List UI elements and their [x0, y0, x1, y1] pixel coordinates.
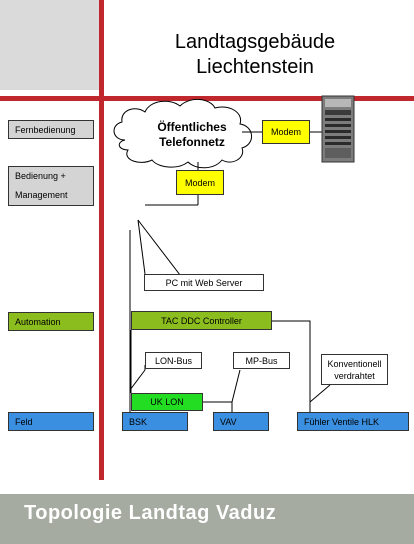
cloud-label: Öffentliches Telefonnetz [138, 120, 246, 150]
footer-title: Topologie Landtag Vaduz [24, 502, 277, 524]
field-fuehler-label: Fühler Ventile HLK [304, 416, 380, 427]
field-vav-label: VAV [220, 416, 237, 427]
level-bedienung: Bedienung + Management [8, 166, 94, 206]
lon-bus-text: LON-Bus [154, 355, 192, 366]
controller-label: TAC DDC Controller [161, 315, 242, 326]
konventionell-line2: verdrahtet [334, 370, 375, 381]
lon-bus-label: LON-Bus [145, 352, 202, 369]
field-bsk: BSK [122, 412, 188, 431]
page-title: Landtagsgebäude Liechtenstein [105, 30, 405, 80]
footer-bar [0, 494, 414, 544]
field-bsk-label: BSK [129, 416, 148, 427]
level-automation: Automation [8, 312, 94, 331]
vertical-divider [99, 0, 104, 510]
konventionell-line1: Konventionell [327, 358, 382, 369]
field-vav: VAV [213, 412, 269, 431]
title-line1: Landtagsgebäude [174, 31, 336, 53]
level-fernbedienung: Fernbedienung [8, 120, 94, 139]
cloud-label-line2: Telefonnetz [159, 135, 225, 149]
pc-label-text: PC mit Web Server [165, 277, 243, 288]
level-automation-label: Automation [15, 316, 61, 327]
modem-bottom: Modem [176, 170, 224, 195]
level-bedienung-line2: Management [15, 190, 68, 200]
server-tower-icon [321, 95, 355, 163]
level-bedienung-line1: Bedienung + [15, 171, 66, 181]
tac-ddc-controller: TAC DDC Controller [131, 311, 272, 330]
cloud-label-line1: Öffentliches [157, 120, 227, 134]
level-feld: Feld [8, 412, 94, 431]
cloud-icon [113, 99, 252, 169]
corner-panel [0, 0, 100, 90]
level-fernbedienung-label: Fernbedienung [15, 124, 76, 135]
mp-bus-text: MP-Bus [245, 355, 278, 366]
pc-web-server-label: PC mit Web Server [144, 274, 264, 291]
mp-bus-label: MP-Bus [233, 352, 290, 369]
modem-top: Modem [262, 120, 310, 144]
field-fuehler: Fühler Ventile HLK [297, 412, 409, 431]
uk-lon-box: UK LON [131, 393, 203, 411]
horizontal-divider [0, 96, 414, 101]
title-line2: Liechtenstein [196, 56, 314, 78]
level-feld-label: Feld [15, 416, 33, 427]
konventionell-label: Konventionell verdrahtet [321, 354, 388, 385]
modem-top-label: Modem [270, 127, 301, 137]
uk-lon-label: UK LON [150, 397, 184, 407]
modem-bottom-label: Modem [184, 177, 215, 188]
